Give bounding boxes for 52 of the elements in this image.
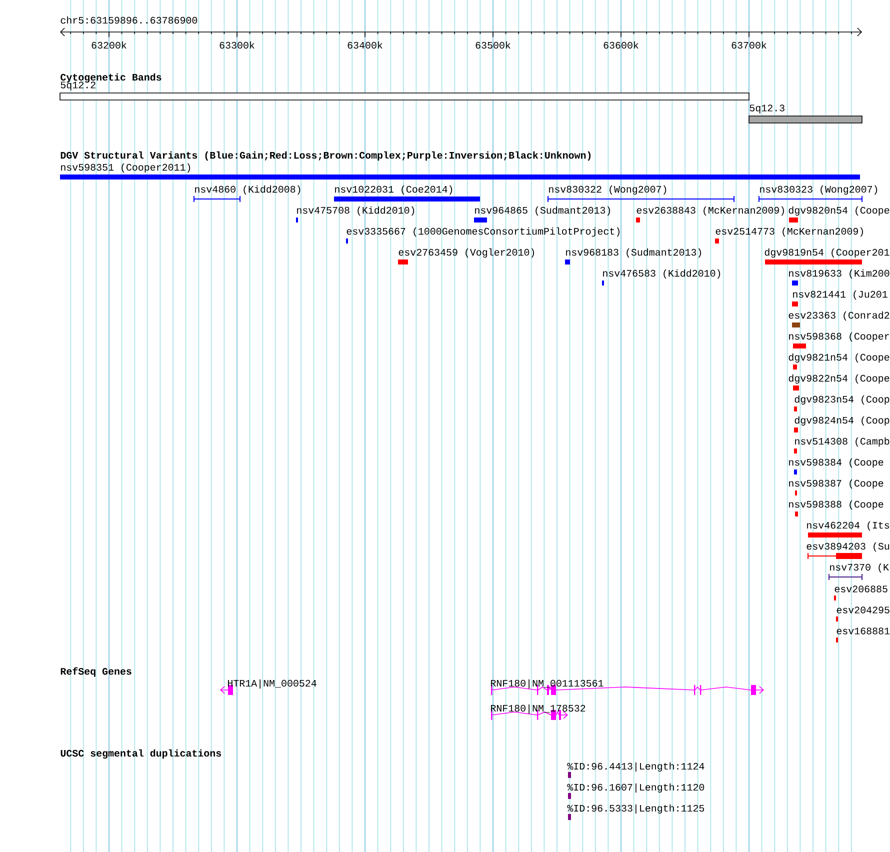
variant-label: nsv819633 (Kim200 xyxy=(789,269,890,279)
track-title: Cytogenetic Bands xyxy=(60,73,162,83)
variant-label: nsv1022031 (Coe2014) xyxy=(335,185,452,195)
variant-label: nsv964865 (Sudmant2013) xyxy=(475,206,610,216)
position-label: chr5:63159896..63786900 xyxy=(60,16,198,24)
variant-label: esv206885 xyxy=(834,586,888,592)
variant-label: nsv475708 (Kidd2010) xyxy=(297,206,414,216)
variant-label: dgv9821n54 (Coope xyxy=(788,353,890,363)
gene-label: HTR1A|NM_000524 xyxy=(228,679,316,689)
variant-label: nsv598351 (Cooper2011) xyxy=(61,163,190,173)
track-title: DGV Structural Variants (Blue:Gain;Red:Loss;Brown:Complex;Purple:Inversion;Black:Unknown) xyxy=(60,151,591,161)
variant-label: nsv514308 (Campb xyxy=(795,437,890,447)
variant-label: nsv4860 (Kidd2008) xyxy=(195,185,300,195)
tick-label: 63600k xyxy=(604,41,638,49)
variant-label: dgv9820n54 (Coope xyxy=(788,206,890,216)
variant-label: dgv9822n54 (Coope xyxy=(788,374,890,384)
variant-label: esv204295 xyxy=(836,606,890,614)
variant-label: nsv598387 (Coope xyxy=(789,479,884,489)
variant-label: esv3894203 (Su xyxy=(806,542,890,552)
track-title: RefSeq Genes xyxy=(60,667,132,677)
tick-label: 63200k xyxy=(92,41,126,49)
variant-label: nsv830322 (Wong2007) xyxy=(549,185,666,195)
tick-label: 63400k xyxy=(348,41,382,49)
variant-label: esv2638843 (McKernan2009) xyxy=(636,206,784,216)
variant-label: nsv7370 (K xyxy=(830,563,889,573)
band-label: 5q12.3 xyxy=(750,104,784,114)
variant-label: nsv598388 (Coope xyxy=(789,500,884,510)
variant-label: esv168881 xyxy=(836,628,890,634)
variant-label: nsv830323 (Wong2007) xyxy=(760,185,878,195)
tick-label: 63700k xyxy=(732,41,766,49)
variant-label: dgv9823n54 (Coop xyxy=(794,395,890,405)
variant-label: esv2514773 (McKernan2009) xyxy=(716,227,863,237)
duplication-label: %ID:96.1607|Length:1120 xyxy=(567,783,704,793)
variant-label: nsv821441 (Ju201 xyxy=(793,290,888,300)
variant-label: nsv968183 (Sudmant2013) xyxy=(566,248,702,258)
variant-label: dgv9819n54 (Cooper201 xyxy=(764,248,890,258)
duplication-label: %ID:96.4413|Length:1124 xyxy=(567,762,704,772)
variant-label: nsv598384 (Coope xyxy=(789,458,884,468)
variant-label: dgv9824n54 (Coop xyxy=(794,416,890,426)
variant-label: nsv476583 (Kidd2010) xyxy=(603,269,720,279)
duplication-label: %ID:96.5333|Length:1125 xyxy=(567,804,704,814)
track-title: UCSC segmental duplications xyxy=(60,749,221,759)
band-label: 5q12.2 xyxy=(60,82,96,90)
variant-label: esv23363 (Conrad2 xyxy=(788,311,890,321)
variant-label: esv3335667 (1000GenomesConsortiumPilotProject) xyxy=(346,227,620,237)
tick-label: 63500k xyxy=(476,41,510,49)
gene-label: RNF180|NM_001113561 xyxy=(490,679,604,689)
tick-label: 63300k xyxy=(220,41,254,49)
gene-label: RNF180|NM_178532 xyxy=(490,704,586,714)
variant-label: nsv462204 (Its xyxy=(807,521,890,531)
variant-label: esv2763459 (Vogler2010) xyxy=(398,248,534,258)
variant-label: nsv598368 (Cooper xyxy=(789,332,889,342)
